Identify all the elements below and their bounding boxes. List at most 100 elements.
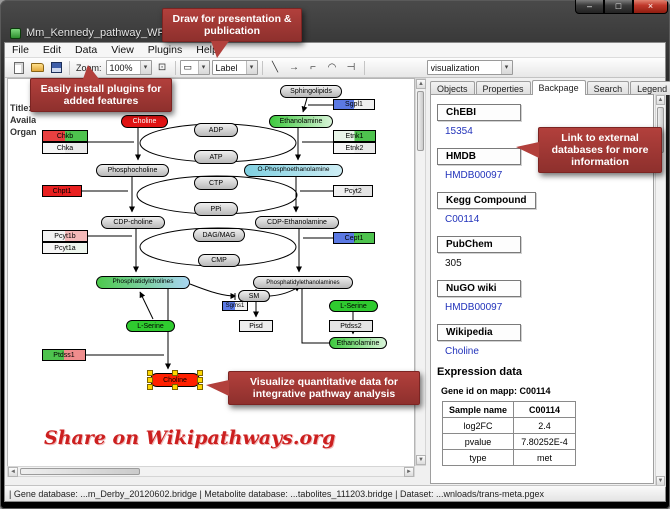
pathway-canvas[interactable]: Share on Wikipathways.org Title:Availabi… — [7, 78, 415, 474]
pathway-edge[interactable] — [189, 283, 237, 299]
pathway-edge[interactable] — [301, 289, 330, 344]
title-bar: Mm_Kennedy_pathway_WP1771_45176.gpml — [10, 24, 664, 42]
tab-backpage[interactable]: Backpage — [531, 80, 586, 95]
pathway-node-pcyt1a[interactable]: Pcyt1a — [42, 242, 88, 254]
canvas-horizontal-scrollbar[interactable]: ◄ ► — [7, 466, 415, 477]
save-pathway-button[interactable] — [47, 59, 66, 76]
label-tool-combo[interactable]: Label▾ — [211, 60, 258, 75]
datanode-tool-combo[interactable]: ▭▾ — [179, 60, 210, 75]
pathway-node-cdp-ethanolamine[interactable]: CDP-Ethanolamine — [255, 216, 339, 229]
pathway-node-choline-bottom[interactable]: Choline — [147, 370, 203, 390]
visualization-combo[interactable]: visualization▾ — [426, 60, 513, 75]
pathway-node-ptdss1[interactable]: Ptdss1 — [42, 349, 86, 361]
pathway-node-l-serine-right[interactable]: L-Serine — [329, 300, 378, 312]
pathway-node-o-phosphoethanolamine[interactable]: O-Phosphoethanolamine — [244, 164, 343, 177]
save-pathway-icon — [51, 62, 62, 73]
callout-text: Easily install plugins for added feature… — [40, 83, 162, 107]
pathway-node-ppi[interactable]: PPi — [194, 202, 238, 216]
arrow-tool-button[interactable]: → — [285, 59, 304, 76]
pathway-node-atp[interactable]: ATP — [194, 150, 238, 164]
minimize-button[interactable]: – — [575, 0, 604, 14]
backpage-link[interactable]: C00114 — [445, 214, 480, 225]
menu-plugins[interactable]: Plugins — [147, 44, 183, 56]
scroll-left-button[interactable]: ◄ — [8, 467, 18, 477]
pathway-node-ptdss2[interactable]: Ptdss2 — [329, 320, 373, 332]
scroll-right-button[interactable]: ► — [404, 467, 414, 477]
line-tool-button[interactable]: ╲ — [266, 59, 285, 76]
pathway-node-ethanolamine-bottom[interactable]: Ethanolamine — [329, 337, 387, 349]
backpage-link[interactable]: HMDB00097 — [445, 302, 503, 313]
menu-file[interactable]: File — [12, 44, 29, 56]
backpage-link[interactable]: HMDB00097 — [445, 170, 503, 181]
maximize-button[interactable]: □ — [604, 0, 633, 14]
expression-table-cell: C00114 — [513, 401, 577, 418]
pathway-node-sm[interactable]: SM — [238, 290, 270, 302]
pathway-node-cept1[interactable]: Cept1 — [333, 232, 375, 244]
pathway-node-choline-top[interactable]: Choline — [121, 115, 168, 128]
arc-tool-button[interactable]: ◠ — [323, 59, 342, 76]
menu-data[interactable]: Data — [75, 44, 98, 56]
backpage-link[interactable]: Choline — [445, 346, 479, 357]
tab-properties[interactable]: Properties — [475, 81, 531, 95]
scroll-down-button[interactable]: ▼ — [416, 455, 426, 465]
pathway-node-cmp[interactable]: CMP — [198, 254, 240, 267]
pathway-node-etnk2[interactable]: Etnk2 — [333, 142, 376, 154]
open-pathway-icon — [31, 63, 44, 72]
pathway-node-ctp[interactable]: CTP — [194, 176, 238, 190]
pathway-node-l-serine-left[interactable]: L-Serine — [126, 320, 175, 332]
pathway-node-etnk1[interactable]: Etnk1 — [333, 130, 376, 142]
canvas-vertical-scrollbar[interactable]: ▲ ▼ — [415, 78, 426, 466]
pathway-edge[interactable] — [139, 291, 154, 320]
share-text: Share on Wikipathways.org — [44, 427, 336, 449]
open-pathway-button[interactable] — [28, 59, 47, 76]
zoom-combo-value: 100% — [109, 62, 133, 73]
pathway-node-sphingolipids[interactable]: Sphingolipids — [280, 85, 342, 98]
horizontal-scrollbar-thumb[interactable] — [20, 468, 140, 475]
chevron-down-icon: ▾ — [139, 61, 151, 74]
callout-databases: Link to external databases for more info… — [516, 127, 662, 173]
pathway-node-adp[interactable]: ADP — [194, 123, 238, 137]
canvas-container: Share on Wikipathways.org Title:Availabi… — [7, 78, 426, 485]
pathway-node-pcyt2[interactable]: Pcyt2 — [333, 185, 373, 197]
toolbar: Zoom:100%▾⊡▭▾Label▾╲→⌐◠⊣visualization▾ — [5, 58, 665, 78]
pathway-node-chpt1[interactable]: Chpt1 — [42, 185, 82, 197]
tbar-tool-button[interactable]: ⊣ — [342, 59, 361, 76]
tab-search[interactable]: Search — [586, 81, 630, 95]
pathway-node-sgms1[interactable]: Sgms1 — [222, 301, 248, 311]
app-icon — [10, 27, 21, 39]
close-button[interactable]: × — [633, 0, 668, 14]
pathway-edge[interactable] — [301, 97, 308, 113]
tab-objects[interactable]: Objects — [430, 81, 475, 95]
callout-text: Link to external databases for more info… — [551, 132, 649, 168]
pathway-node-pisd[interactable]: Pisd — [239, 320, 273, 332]
pathway-node-pcyt1b[interactable]: Pcyt1b — [42, 230, 88, 242]
pathway-node-phosphatidylcholines[interactable]: Phosphatidylcholines — [96, 276, 190, 289]
pathway-node-phosphocholine[interactable]: Phosphocholine — [96, 164, 169, 177]
tab-legend[interactable]: Legend — [630, 81, 670, 95]
pathway-node-dag-mag[interactable]: DAG/MAG — [193, 228, 245, 242]
scroll-up-button[interactable]: ▲ — [416, 79, 426, 89]
menu-view[interactable]: View — [111, 44, 134, 56]
pathway-node-sgpl1[interactable]: Sgpl1 — [333, 99, 375, 110]
pathway-node-chka[interactable]: Chka — [42, 142, 88, 154]
pathway-node-chkb[interactable]: Chkb — [42, 130, 88, 142]
backpage-link[interactable]: 15354 — [445, 126, 473, 137]
expression-table-cell: 2.4 — [513, 417, 577, 434]
new-pathway-button[interactable] — [9, 59, 28, 76]
pathway-node-phosphatidylethanolamines[interactable]: Phosphatidylethanolamines — [253, 276, 353, 289]
toolbar-separator — [261, 60, 263, 75]
zoom-combo[interactable]: 100% ▾ — [105, 60, 152, 75]
scroll-up-button[interactable]: ▲ — [656, 95, 665, 105]
pathway-node-ethanolamine-top[interactable]: Ethanolamine — [269, 115, 333, 128]
elbow-tool-button[interactable]: ⌐ — [304, 59, 323, 76]
fit-to-window-button[interactable]: ⊡ — [153, 59, 172, 76]
menu-edit[interactable]: Edit — [42, 44, 62, 56]
vertical-scrollbar-thumb[interactable] — [417, 91, 424, 151]
pathway-node-cdp-choline[interactable]: CDP-choline — [101, 216, 165, 229]
